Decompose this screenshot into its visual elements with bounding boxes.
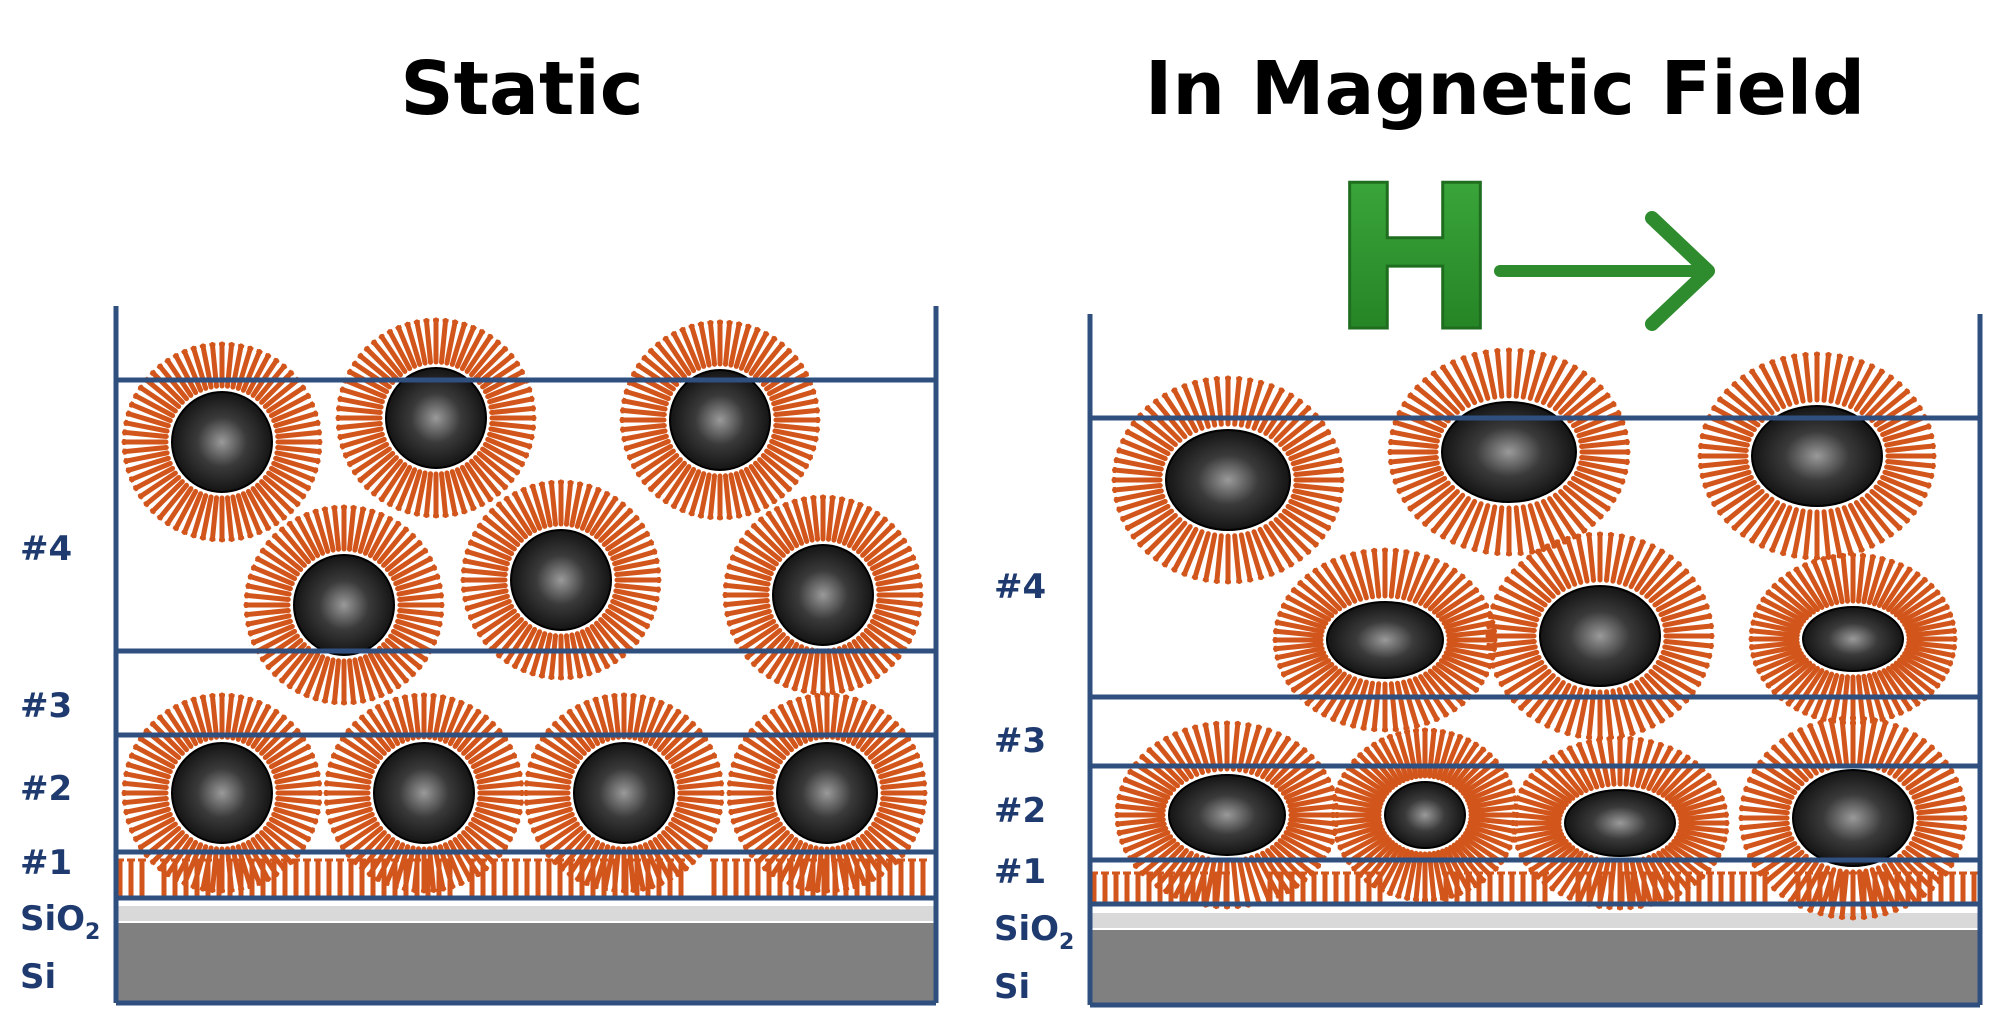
- ligand-capped-nanoparticle-icon: [1485, 531, 1715, 741]
- ligand-capped-nanoparticle-icon: [121, 692, 323, 894]
- sio2-layer: [116, 906, 936, 921]
- nanoparticle-core: [1326, 601, 1444, 679]
- ligand-capped-nanoparticle-icon: [121, 341, 323, 543]
- silicon-substrate: [116, 923, 936, 1003]
- nanoparticle-core: [1802, 606, 1904, 672]
- layer-label-3: #3: [994, 721, 1046, 761]
- nanoparticle-core: [1441, 401, 1577, 503]
- ligand-capped-nanoparticle-icon: [619, 319, 821, 521]
- nanoparticle-core: [1564, 789, 1676, 857]
- nanoparticle-core: [1165, 429, 1291, 531]
- ligand-capped-nanoparticle-icon: [1330, 727, 1520, 903]
- ligand-capped-nanoparticle-icon: [1748, 552, 1958, 726]
- nanoparticle-core: [1384, 781, 1466, 849]
- ligand-capped-nanoparticle-icon: [1697, 351, 1937, 561]
- nanoparticle-core: [385, 367, 487, 469]
- layer-label-2: #2: [994, 791, 1046, 831]
- container-frame: [113, 306, 939, 1006]
- layer-label-sio2: SiO2: [20, 899, 100, 945]
- ligand-capped-nanoparticle-icon: [323, 692, 525, 894]
- layer-boundaries: [1090, 415, 1980, 907]
- layer-boundaries: [116, 377, 936, 901]
- panel-magnetic-field: #4 #3 #2 #1 SiO2 Si: [994, 314, 1983, 1008]
- nanoparticle-core: [1539, 585, 1661, 687]
- nanoparticle-core: [1792, 769, 1914, 867]
- ligand-capped-nanoparticle-icon: [1111, 375, 1345, 585]
- ligand-capped-nanoparticle-icon: [1738, 715, 1968, 921]
- layer-label-4: #4: [994, 567, 1046, 607]
- nanoparticle-core: [171, 391, 273, 493]
- layer-label-1: #1: [20, 843, 72, 883]
- ligand-capped-nanoparticle-icon: [523, 692, 725, 894]
- nanoparticle-core: [776, 742, 878, 844]
- layer-label-si: Si: [20, 957, 56, 997]
- ligand-capped-nanoparticle-icon: [722, 494, 924, 696]
- layer-label-si: Si: [994, 967, 1030, 1007]
- layer-labels: #4 #3 #2 #1 SiO2 Si: [20, 529, 100, 997]
- layer-label-3: #3: [20, 686, 72, 726]
- nanoparticle-core: [573, 742, 675, 844]
- sio2-layer: [1090, 913, 1980, 928]
- nanoparticle-core: [171, 742, 273, 844]
- nanoparticle-core: [373, 742, 475, 844]
- nanoparticle-group: [1111, 347, 1968, 921]
- ligand-capped-nanoparticle-icon: [243, 504, 445, 706]
- layer-label-1: #1: [994, 852, 1046, 892]
- panel-static: #4 #3 #2 #1 SiO2 Si: [20, 306, 939, 1006]
- ligand-capped-nanoparticle-icon: [726, 692, 928, 894]
- nanoparticle-core: [510, 529, 612, 631]
- silicon-substrate: [1090, 930, 1980, 1005]
- ligand-capped-nanoparticle-icon: [335, 317, 537, 519]
- layer-label-2: #2: [20, 769, 72, 809]
- nanoparticle-core: [1751, 405, 1883, 507]
- nanoparticle-core: [1168, 774, 1286, 856]
- container-frame: [1087, 314, 1983, 1008]
- nanoparticle-core: [669, 369, 771, 471]
- panel-title-static: Static: [400, 46, 643, 132]
- layer-label-sio2: SiO2: [994, 909, 1074, 955]
- field-symbol-h: H: [1331, 143, 1498, 376]
- right-arrow-icon: [1494, 211, 1715, 331]
- ligand-capped-nanoparticle-icon: [1272, 547, 1498, 733]
- magnetic-field-indicator: H: [1330, 142, 1715, 378]
- ligand-capped-nanoparticle-icon: [460, 479, 662, 681]
- panel-title-magnetic-field: In Magnetic Field: [1145, 46, 1865, 132]
- layer-labels: #4 #3 #2 #1 SiO2 Si: [994, 567, 1074, 1007]
- ligand-capped-nanoparticle-icon: [1114, 720, 1340, 910]
- nanoparticle-core: [293, 554, 395, 656]
- nanoparticle-core: [772, 544, 874, 646]
- ligand-capped-nanoparticle-icon: [1387, 347, 1631, 557]
- nanoparticle-group: [121, 317, 928, 894]
- layer-label-4: #4: [20, 529, 72, 569]
